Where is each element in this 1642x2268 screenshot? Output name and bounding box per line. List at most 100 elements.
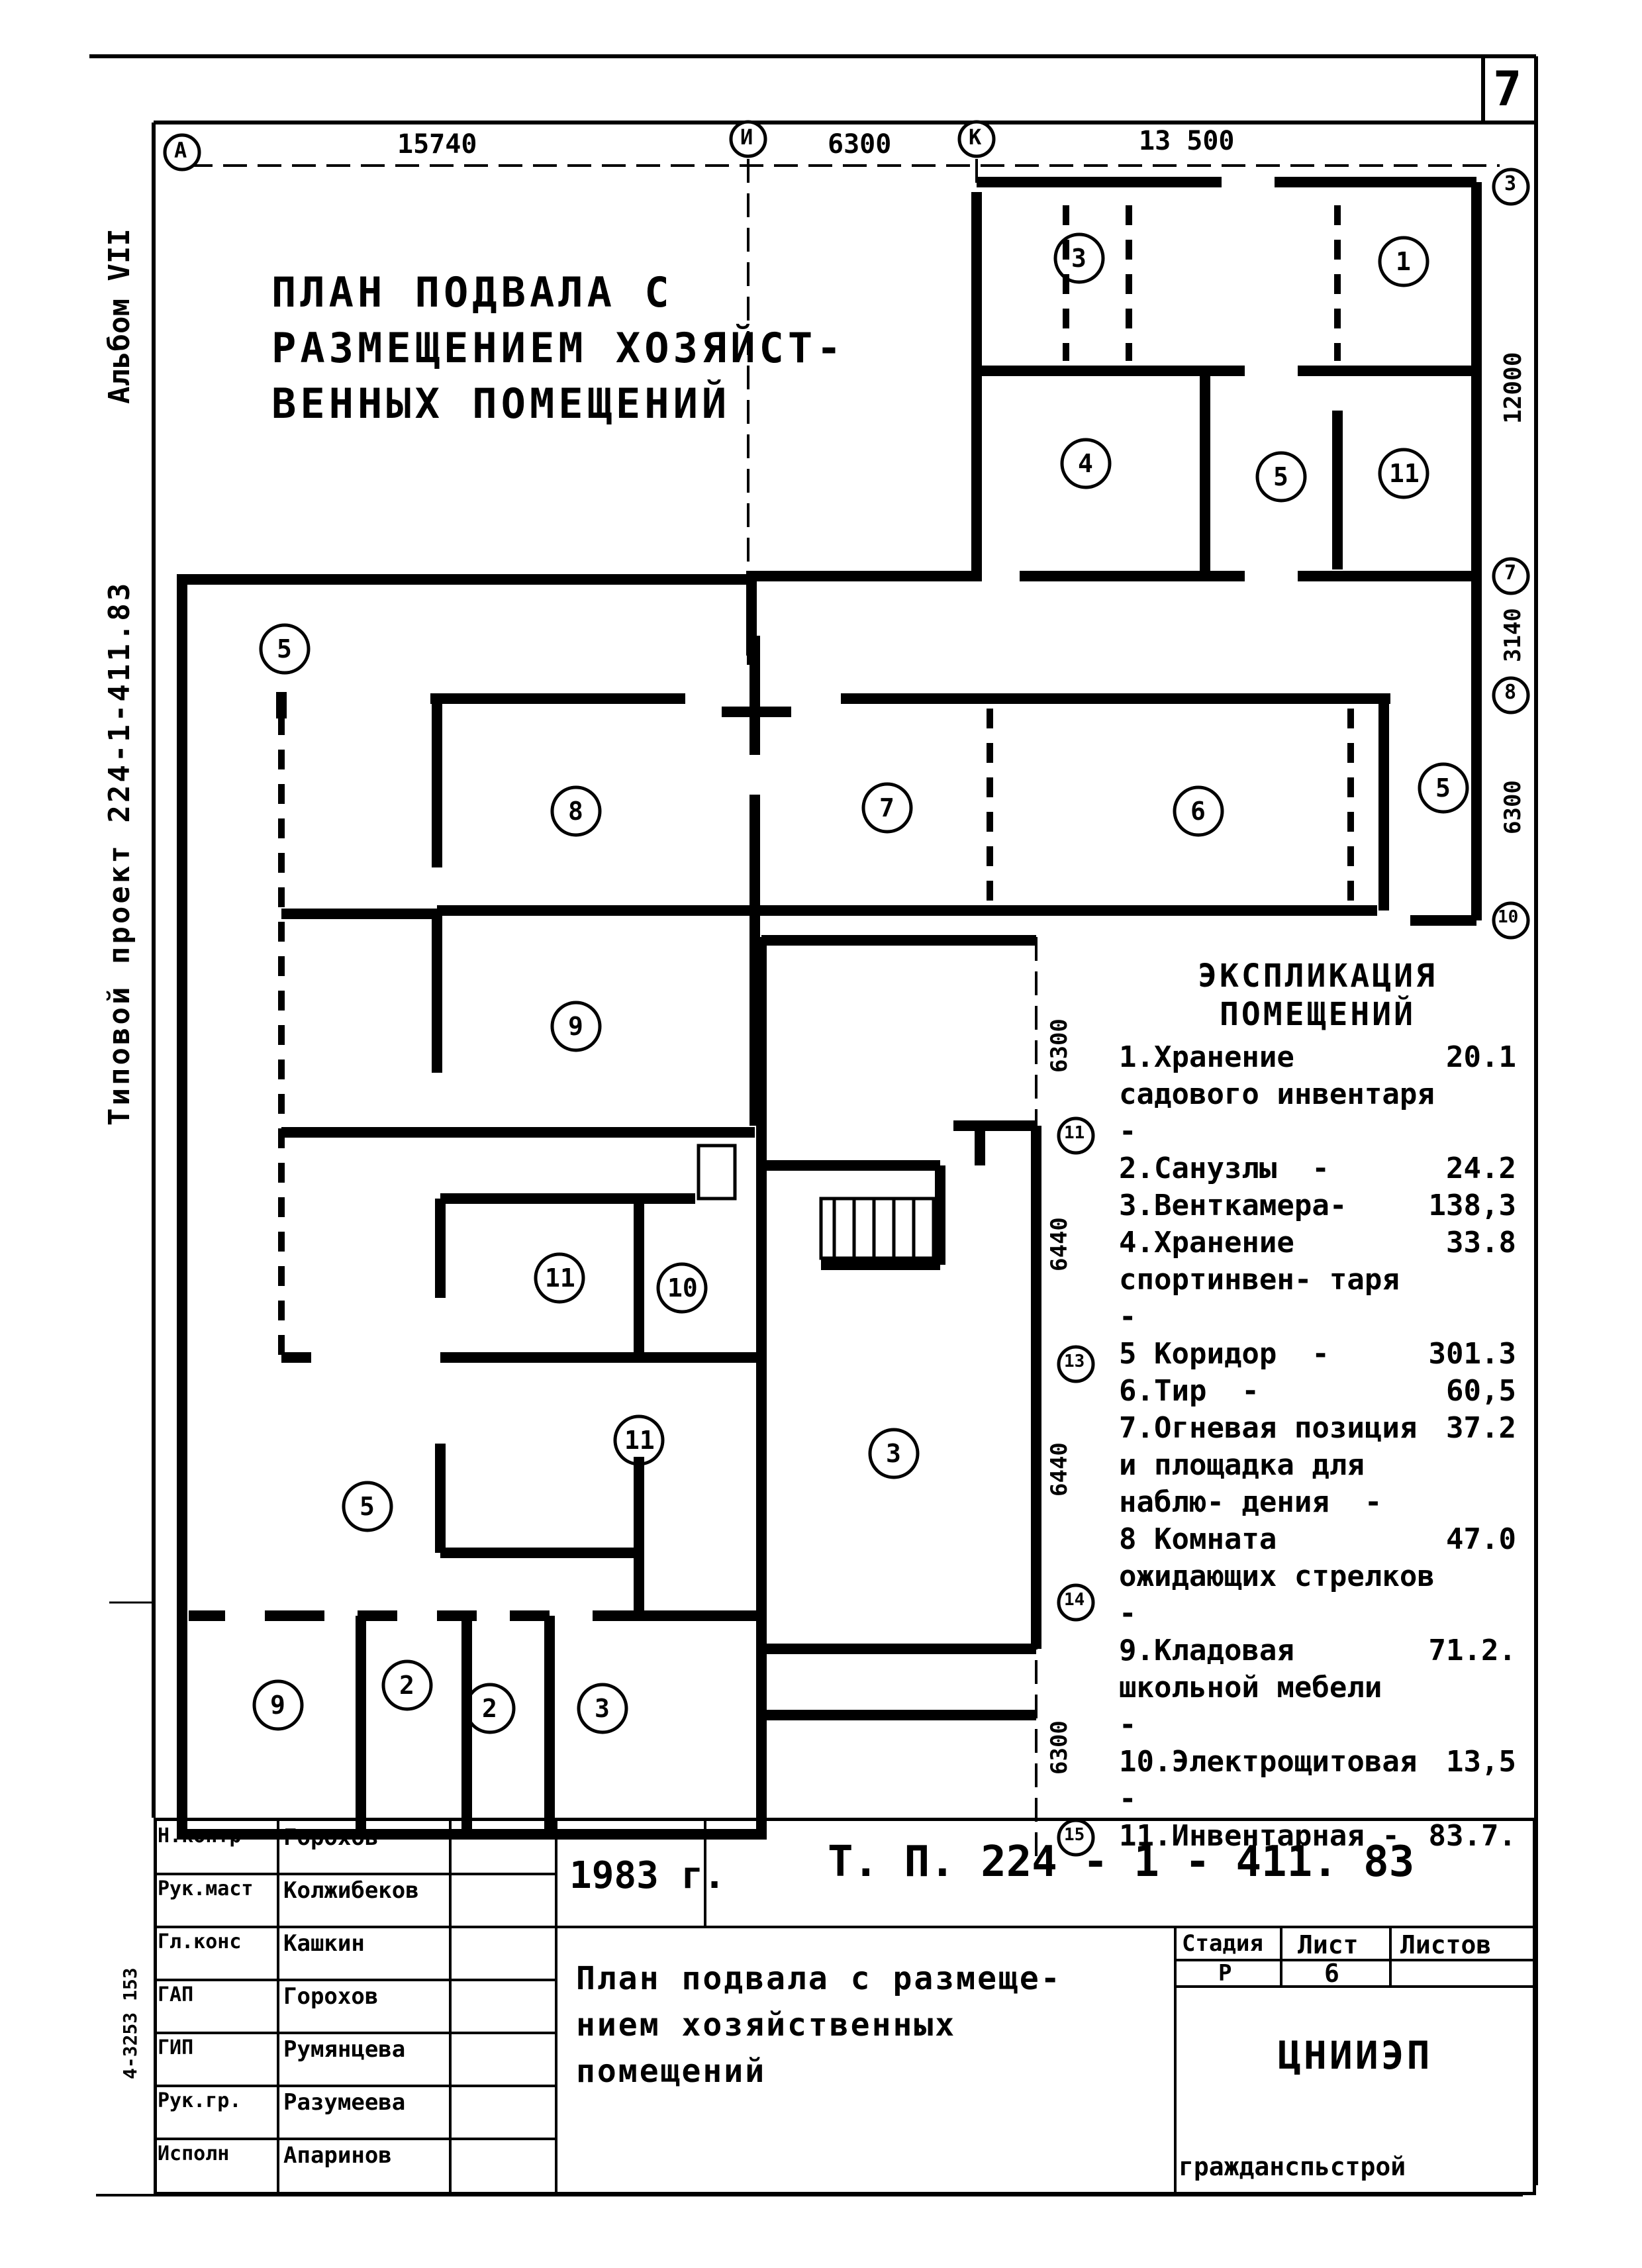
axis-label: 13 xyxy=(1064,1352,1085,1371)
project-code: Т. П. 224 - 1 - 411. 83 xyxy=(828,1838,1415,1887)
axis-label: 10 xyxy=(1498,907,1519,927)
room-number: 3 xyxy=(1071,244,1087,273)
stage-value: Р xyxy=(1218,1960,1232,1987)
staff-role: ГАП xyxy=(158,1983,194,2006)
legend-room-name: 10.Электрощитовая - xyxy=(1119,1745,1435,1816)
room-number: 6 xyxy=(1190,797,1206,826)
plan-title-line: ПЛАН ПОДВАЛА С xyxy=(271,268,673,317)
room-number: 1 xyxy=(1396,247,1411,276)
room-number: 2 xyxy=(399,1671,414,1700)
staff-role: Рук.гр. xyxy=(158,2089,242,2112)
legend-room-area: 60,5 xyxy=(1446,1374,1516,1408)
staff-name: Кашкин xyxy=(283,1930,365,1957)
room-number: 5 xyxy=(1273,462,1288,491)
legend-row: 3.Венткамера- 138,3 xyxy=(1119,1187,1516,1224)
axis-label: 3 xyxy=(1504,172,1517,195)
legend-room-name: 11.Инвентарная - xyxy=(1119,1819,1400,1853)
organization-sub: гражданспьстрой xyxy=(1179,2152,1406,2181)
sheet-title-3: помещений xyxy=(576,2053,767,2090)
legend-row: 6.Тир - 60,5 xyxy=(1119,1373,1516,1410)
legend-row: 2.Санузлы - 24.2 xyxy=(1119,1150,1516,1187)
room-number: 5 xyxy=(277,634,292,664)
legend-room-name: 8 Комната ожидающих стрелков - xyxy=(1119,1522,1470,1630)
axis-label: А xyxy=(174,138,187,163)
title-block xyxy=(154,1818,1536,2195)
sheets-header: Листов xyxy=(1400,1930,1492,1959)
plan-title-line: ВЕННЫХ ПОМЕЩЕНИЙ xyxy=(271,379,731,428)
room-number: 11 xyxy=(1389,459,1420,488)
room-circles xyxy=(252,232,1469,1734)
legend-row: 11.Инвентарная - 83.7. xyxy=(1119,1818,1516,1855)
axis-label: 7 xyxy=(1504,562,1517,585)
sheet-value: 6 xyxy=(1324,1959,1339,1988)
legend-row: 8 Комната ожидающих стрелков -47.0 xyxy=(1119,1521,1516,1632)
legend-room-name: 4.Хранение спортинвен- таря - xyxy=(1119,1226,1435,1334)
legend-room-area: 138,3 xyxy=(1428,1189,1516,1222)
axis-label: К xyxy=(969,124,982,150)
room-number: 2 xyxy=(482,1694,497,1723)
legend-room-name: 2.Санузлы - xyxy=(1119,1152,1329,1185)
legend-subtitle: ПОМЕЩЕНИЙ xyxy=(1219,996,1416,1033)
staff-role: Исполн xyxy=(158,2142,230,2165)
stage-header: Стадия xyxy=(1182,1930,1263,1957)
legend-row: 5 Коридор - 301.3 xyxy=(1119,1336,1516,1373)
staff-role: ГИП xyxy=(158,2036,194,2059)
room-number: 5 xyxy=(1435,773,1451,803)
sheet-title-1: План подвала с размеще- xyxy=(576,1960,1062,1997)
legend-title: ЭКСПЛИКАЦИЯ xyxy=(1198,958,1437,995)
staff-name: Горохов xyxy=(283,1824,379,1851)
sheet-title-2: нием хозяйственных xyxy=(576,2006,957,2044)
legend-row: 4.Хранение спортинвен- таря - 33.8 xyxy=(1119,1224,1516,1336)
legend-room-area: 71.2. xyxy=(1428,1634,1516,1667)
room-number: 9 xyxy=(270,1691,285,1720)
sheet-header: Лист xyxy=(1298,1930,1359,1959)
room-number: 10 xyxy=(667,1273,698,1303)
room-number: 7 xyxy=(879,793,894,822)
room-number: 4 xyxy=(1078,449,1093,478)
room-number: 3 xyxy=(886,1439,901,1468)
legend-room-name: 3.Венткамера- xyxy=(1119,1189,1347,1222)
legend-room-area: 47.0 xyxy=(1446,1522,1516,1556)
legend-room-area: 301.3 xyxy=(1428,1337,1516,1371)
staff-role: Н.контр xyxy=(158,1824,242,1848)
room-number: 3 xyxy=(595,1694,610,1723)
dim-top-3: 13 500 xyxy=(1139,126,1235,156)
legend-room-name: 6.Тир - xyxy=(1119,1374,1259,1408)
dim-top-1: 15740 xyxy=(397,129,477,160)
legend-room-area: 24.2 xyxy=(1446,1152,1516,1185)
sheet-frame xyxy=(89,54,1538,2196)
legend-room-area: 37.2 xyxy=(1446,1411,1516,1445)
plan-title: ПЛАН ПОДВАЛА С РАЗМЕЩЕНИЕМ ХОЗЯЙСТ- ВЕНН… xyxy=(271,265,845,432)
sheet-number: 7 xyxy=(1493,61,1522,117)
axis-label: 14 xyxy=(1064,1590,1085,1610)
legend-row: 1.Хранение садового инвентаря -20.1 xyxy=(1119,1039,1516,1150)
axis-label: И xyxy=(740,124,753,150)
room-legend: ЭКСПЛИКАЦИЯ ПОМЕЩЕНИЙ 1.Хранение садовог… xyxy=(1119,957,1516,1855)
axis-label: 15 xyxy=(1064,1825,1085,1845)
legend-room-name: 9.Кладовая школьной мебели - xyxy=(1119,1634,1418,1742)
staff-role: Рук.маст xyxy=(158,1877,254,1900)
legend-row: 7.Огневая позиция и площадка для наблю- … xyxy=(1119,1410,1516,1521)
room-number: 11 xyxy=(624,1426,655,1455)
axis-bubbles xyxy=(163,120,1530,1857)
legend-room-name: 5 Коридор - xyxy=(1119,1337,1329,1371)
staff-name: Колжибеков xyxy=(283,1877,419,1904)
walls xyxy=(177,177,1482,1840)
room-number: 11 xyxy=(545,1263,575,1293)
legend-room-area: 20.1 xyxy=(1446,1040,1516,1074)
staff-name: Апаринов xyxy=(283,2142,392,2169)
legend-room-name: 7.Огневая позиция и площадка для наблю- … xyxy=(1119,1411,1435,1519)
dim-top-2: 6300 xyxy=(828,129,892,160)
plan-title-line: РАЗМЕЩЕНИЕМ ХОЗЯЙСТ- xyxy=(271,324,845,372)
axis-label: 11 xyxy=(1064,1123,1085,1143)
staff-name: Разумеева xyxy=(283,2089,406,2116)
legend-room-area: 83.7. xyxy=(1428,1819,1516,1853)
staff-role: Гл.конс xyxy=(158,1930,242,1953)
room-number: 5 xyxy=(360,1492,375,1521)
legend-room-name: 1.Хранение садового инвентаря - xyxy=(1119,1040,1470,1148)
room-number: 9 xyxy=(568,1012,583,1041)
legend-room-area: 33.8 xyxy=(1446,1226,1516,1259)
